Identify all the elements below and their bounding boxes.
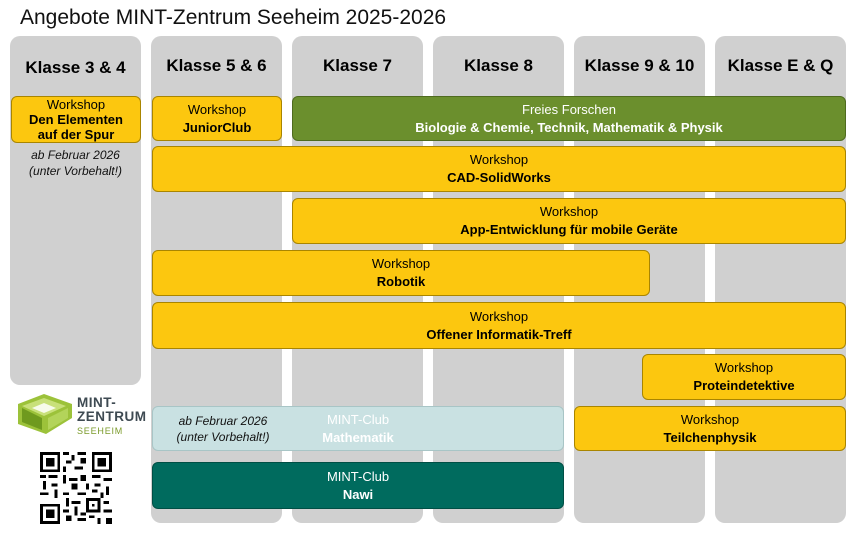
offer-mint-club-nawi: MINT-Club Nawi	[152, 462, 564, 509]
column-header: Klasse 3 & 4	[25, 58, 126, 77]
offer-title: Offener Informatik-Treff	[426, 326, 572, 342]
offer-type: MINT-Club	[326, 468, 390, 484]
note-line: (unter Vorbehalt!)	[29, 164, 122, 178]
offer-title: CAD-SolidWorks	[447, 170, 551, 185]
note-line: ab Februar 2026	[31, 148, 120, 162]
offer-offener-informatik-treff: Workshop Offener Informatik-Treff	[152, 302, 846, 349]
offer-title: Teilchenphysik	[663, 429, 757, 445]
offer-type: MINT-Club	[326, 411, 390, 427]
offer-title: JuniorClub	[182, 119, 252, 135]
offer-type: Workshop	[539, 204, 599, 219]
page-title: Angebote MINT-Zentrum Seeheim 2025-2026	[20, 6, 447, 29]
offer-type: Workshop	[371, 256, 431, 271]
offer-title: Nawi	[342, 486, 374, 502]
offer-freies-forschen: Freies Forschen Biologie & Chemie, Techn…	[292, 96, 846, 141]
note-line: ab Februar 2026	[178, 414, 268, 428]
offer-app-entwicklung: Workshop App-Entwicklung für mobile Gerä…	[292, 198, 846, 244]
offer-type: Workshop	[714, 360, 774, 375]
logo-text: MINT- ZENTRUM SEEHEIM	[77, 396, 147, 438]
offer-title: App-Entwicklung für mobile Geräte	[460, 222, 678, 237]
note-line: (unter Vorbehalt!)	[176, 430, 270, 444]
logo-line: MINT-	[77, 395, 117, 410]
availability-note: ab Februar 2026 (unter Vorbehalt!)	[165, 413, 281, 445]
column-header: Klasse 8	[464, 56, 533, 75]
offer-type: Freies Forschen	[522, 101, 616, 117]
column-header: Klasse 7	[323, 56, 392, 75]
offer-proteindetektive: Workshop Proteindetektive	[642, 354, 846, 400]
offer-type: Workshop	[187, 101, 247, 117]
column-klasse-3-4	[10, 36, 141, 385]
offer-den-elementen-auf-der-spur: Workshop Den Elementen auf der Spur	[11, 96, 141, 143]
offer-title: Robotik	[376, 274, 426, 289]
logo-line: ZENTRUM	[77, 409, 147, 424]
offer-type: Workshop	[469, 308, 529, 324]
offer-robotik: Workshop Robotik	[152, 250, 650, 296]
logo-line: SEEHEIM	[77, 426, 124, 436]
offer-type: Workshop	[469, 152, 529, 167]
offer-title: Mathematik	[322, 429, 394, 445]
column-header: Klasse E & Q	[727, 56, 834, 75]
offer-type: Workshop	[46, 97, 106, 112]
qr-code-icon	[40, 452, 112, 524]
offer-title: Biologie & Chemie, Technik, Mathematik &…	[415, 119, 723, 135]
offer-cad-solidworks: Workshop CAD-SolidWorks	[152, 146, 846, 192]
mint-zentrum-logo-icon	[18, 394, 72, 434]
offer-juniorclub: Workshop JuniorClub	[152, 96, 282, 141]
offer-title: Proteindetektive	[693, 378, 795, 393]
offer-title: Den Elementen auf der Spur	[29, 112, 123, 142]
column-header: Klasse 5 & 6	[166, 56, 267, 75]
availability-note: ab Februar 2026 (unter Vorbehalt!)	[10, 147, 141, 179]
offer-teilchenphysik: Workshop Teilchenphysik	[574, 406, 846, 451]
offer-mint-club-mathematik: MINT-Club Mathematik	[152, 406, 564, 451]
column-header: Klasse 9 & 10	[584, 56, 695, 75]
offer-type: Workshop	[680, 411, 740, 427]
